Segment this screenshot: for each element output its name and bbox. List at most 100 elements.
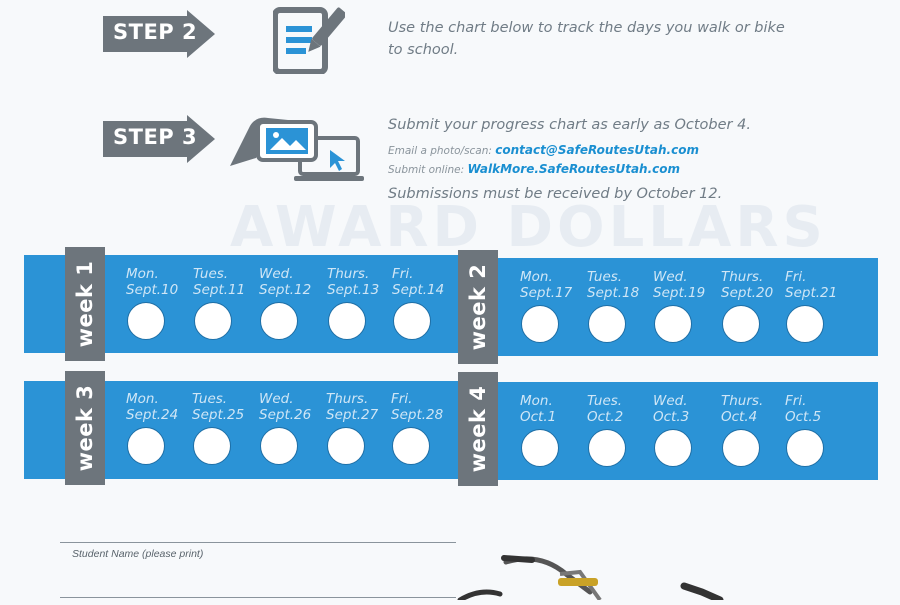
day-date: Sept.24 <box>126 407 179 423</box>
day-date: Oct.3 <box>653 409 690 425</box>
week-1-tag: week 1 <box>65 247 105 361</box>
day-checkbox[interactable] <box>327 427 365 465</box>
bicycle-icon <box>440 548 740 605</box>
online-link[interactable]: WalkMore.SafeRoutesUtah.com <box>467 162 681 176</box>
day-cell: Mon.Sept.10 <box>126 266 192 340</box>
day-checkbox[interactable] <box>392 427 430 465</box>
day-cell: Tues.Oct.2 <box>587 393 653 467</box>
day-checkbox[interactable] <box>654 305 692 343</box>
day-date: Sept.20 <box>721 285 774 301</box>
day-cell: Fri.Sept.14 <box>392 266 458 340</box>
day-cell: Wed.Sept.26 <box>259 391 325 465</box>
email-line: Email a photo/scan: contact@SafeRoutesUt… <box>388 143 699 157</box>
day-cell: Tues.Sept.25 <box>192 391 258 465</box>
name-line-top <box>60 542 456 543</box>
day-checkbox[interactable] <box>588 429 626 467</box>
day-cell: Thurs.Sept.20 <box>721 269 787 343</box>
day-date: Oct.1 <box>520 409 557 425</box>
day-cell: Fri.Sept.21 <box>785 269 851 343</box>
student-name-field[interactable] <box>60 597 456 598</box>
email-link[interactable]: contact@SafeRoutesUtah.com <box>495 143 699 157</box>
day-checkbox[interactable] <box>127 302 165 340</box>
week-1-label: week 1 <box>73 260 97 348</box>
week-4-label: week 4 <box>466 385 490 473</box>
day-name: Wed. <box>653 269 688 285</box>
bleed-through-background: AWARD DOLLARS <box>230 195 827 260</box>
step-3-text-line-1: Submit your progress chart as early as O… <box>388 117 751 133</box>
online-prefix: Submit online: <box>388 164 465 176</box>
day-cell: Wed.Oct.3 <box>653 393 719 467</box>
day-cell: Thurs.Oct.4 <box>721 393 787 467</box>
day-date: Sept.14 <box>392 282 445 298</box>
day-date: Sept.10 <box>126 282 179 298</box>
day-name: Mon. <box>126 266 159 282</box>
day-name: Wed. <box>259 391 294 407</box>
step-2-text-line-1: Use the chart below to track the days yo… <box>388 20 785 36</box>
day-checkbox[interactable] <box>194 302 232 340</box>
day-name: Wed. <box>653 393 688 409</box>
step-3-label: STEP 3 <box>113 125 198 149</box>
week-4-tag: week 4 <box>458 372 498 486</box>
step-2-text-line-2: to school. <box>388 42 459 58</box>
day-cell: Fri.Sept.28 <box>391 391 457 465</box>
day-date: Sept.27 <box>326 407 379 423</box>
online-line: Submit online: WalkMore.SafeRoutesUtah.c… <box>388 162 680 176</box>
day-cell: Wed.Sept.19 <box>653 269 719 343</box>
day-checkbox[interactable] <box>260 427 298 465</box>
day-checkbox[interactable] <box>786 305 824 343</box>
day-checkbox[interactable] <box>722 429 760 467</box>
day-date: Oct.2 <box>587 409 624 425</box>
day-checkbox[interactable] <box>260 302 298 340</box>
day-cell: Tues.Sept.11 <box>193 266 259 340</box>
day-cell: Thurs.Sept.27 <box>326 391 392 465</box>
day-date: Oct.4 <box>721 409 758 425</box>
day-cell: Fri.Oct.5 <box>785 393 851 467</box>
step-2-label: STEP 2 <box>113 20 198 44</box>
day-name: Fri. <box>392 266 414 282</box>
week-2-tag: week 2 <box>458 250 498 364</box>
day-name: Fri. <box>785 393 807 409</box>
day-date: Sept.28 <box>391 407 444 423</box>
day-checkbox[interactable] <box>521 305 559 343</box>
day-date: Sept.11 <box>193 282 246 298</box>
day-checkbox[interactable] <box>654 429 692 467</box>
day-name: Thurs. <box>327 266 370 282</box>
day-name: Tues. <box>192 391 228 407</box>
day-name: Tues. <box>193 266 229 282</box>
day-name: Thurs. <box>326 391 369 407</box>
week-3-label: week 3 <box>73 384 97 472</box>
day-cell: Mon.Oct.1 <box>520 393 586 467</box>
day-date: Sept.13 <box>327 282 380 298</box>
day-cell: Mon.Sept.24 <box>126 391 192 465</box>
day-cell: Wed.Sept.12 <box>259 266 325 340</box>
day-name: Thurs. <box>721 269 764 285</box>
day-checkbox[interactable] <box>786 429 824 467</box>
day-name: Fri. <box>391 391 413 407</box>
day-cell: Thurs.Sept.13 <box>327 266 393 340</box>
step-3-deadline: Submissions must be received by October … <box>388 186 723 202</box>
email-prefix: Email a photo/scan: <box>388 145 492 157</box>
day-name: Wed. <box>259 266 294 282</box>
week-2-label: week 2 <box>466 263 490 351</box>
day-checkbox[interactable] <box>521 429 559 467</box>
day-date: Sept.12 <box>259 282 312 298</box>
day-checkbox[interactable] <box>588 305 626 343</box>
tablet-laptop-icon <box>226 108 366 193</box>
day-name: Tues. <box>587 393 623 409</box>
day-date: Sept.25 <box>192 407 245 423</box>
day-name: Tues. <box>587 269 623 285</box>
day-checkbox[interactable] <box>393 302 431 340</box>
day-date: Oct.5 <box>785 409 822 425</box>
day-checkbox[interactable] <box>328 302 366 340</box>
day-checkbox[interactable] <box>127 427 165 465</box>
step-3-arrow: STEP 3 <box>103 115 215 163</box>
document-pencil-icon <box>272 2 347 79</box>
day-checkbox[interactable] <box>722 305 760 343</box>
day-name: Mon. <box>520 393 553 409</box>
student-name-label: Student Name (please print) <box>72 548 204 560</box>
day-checkbox[interactable] <box>193 427 231 465</box>
day-cell: Tues.Sept.18 <box>587 269 653 343</box>
day-date: Sept.17 <box>520 285 573 301</box>
day-name: Fri. <box>785 269 807 285</box>
day-date: Sept.26 <box>259 407 312 423</box>
